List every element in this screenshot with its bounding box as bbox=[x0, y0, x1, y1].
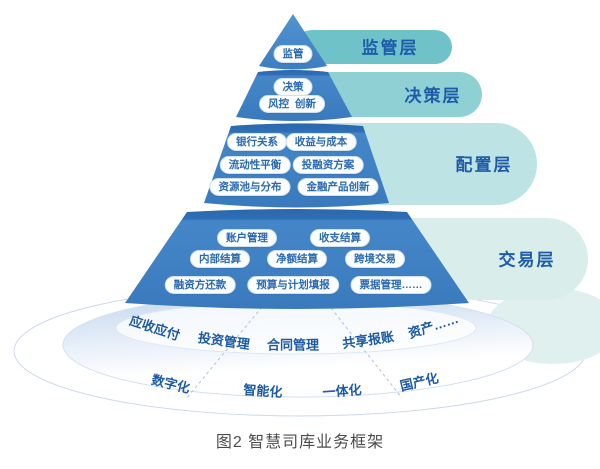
pill-receipt-payment-settlement: 收支结算 bbox=[310, 228, 370, 248]
pill-financing-repayment: 融资方还款 bbox=[164, 275, 236, 295]
pill-risk-innovation: 风控 创新 bbox=[259, 94, 325, 114]
pill-bank-relations: 银行关系 bbox=[227, 132, 287, 152]
pill-netting-settlement: 净额结算 bbox=[267, 249, 327, 269]
layer-label-supervision: 监管层 bbox=[361, 38, 419, 58]
layer-label-allocation: 配置层 bbox=[455, 155, 513, 175]
layer-label-transaction: 交易层 bbox=[498, 250, 556, 270]
pill-bill-management: 票据管理…… bbox=[350, 275, 432, 295]
ring2-label-intelligence: 智能化 bbox=[242, 382, 283, 400]
pill-supervision: 监管 bbox=[273, 44, 313, 64]
pill-investment-financing-plan: 投融资方案 bbox=[292, 155, 364, 175]
pill-cross-border-transactions: 跨境交易 bbox=[345, 249, 405, 269]
pill-financial-product-innovation: 金融产品创新 bbox=[297, 177, 379, 197]
pill-income-and-cost: 收益与成本 bbox=[285, 132, 357, 152]
figure-caption: 图2 智慧司库业务框架 bbox=[215, 434, 385, 451]
pill-resource-pool-distribution: 资源池与分布 bbox=[209, 177, 291, 197]
divider-dashed-left bbox=[185, 306, 263, 400]
bar-supervision-layer bbox=[295, 30, 452, 64]
divider-dashed-right bbox=[330, 307, 403, 399]
ring2-label-integration: 一体化 bbox=[322, 382, 363, 400]
pill-internal-settlement: 内部结算 bbox=[190, 249, 250, 269]
pill-decision: 决策 bbox=[273, 77, 313, 97]
pill-liquidity-balance: 流动性平衡 bbox=[219, 155, 291, 175]
layer-label-decision: 决策层 bbox=[404, 86, 462, 106]
pill-budget-plan-filing: 预算与计划填报 bbox=[247, 275, 339, 295]
pill-account-management: 账户管理 bbox=[217, 228, 277, 248]
ring1-label-contract-management: 合同管理 bbox=[266, 337, 320, 353]
